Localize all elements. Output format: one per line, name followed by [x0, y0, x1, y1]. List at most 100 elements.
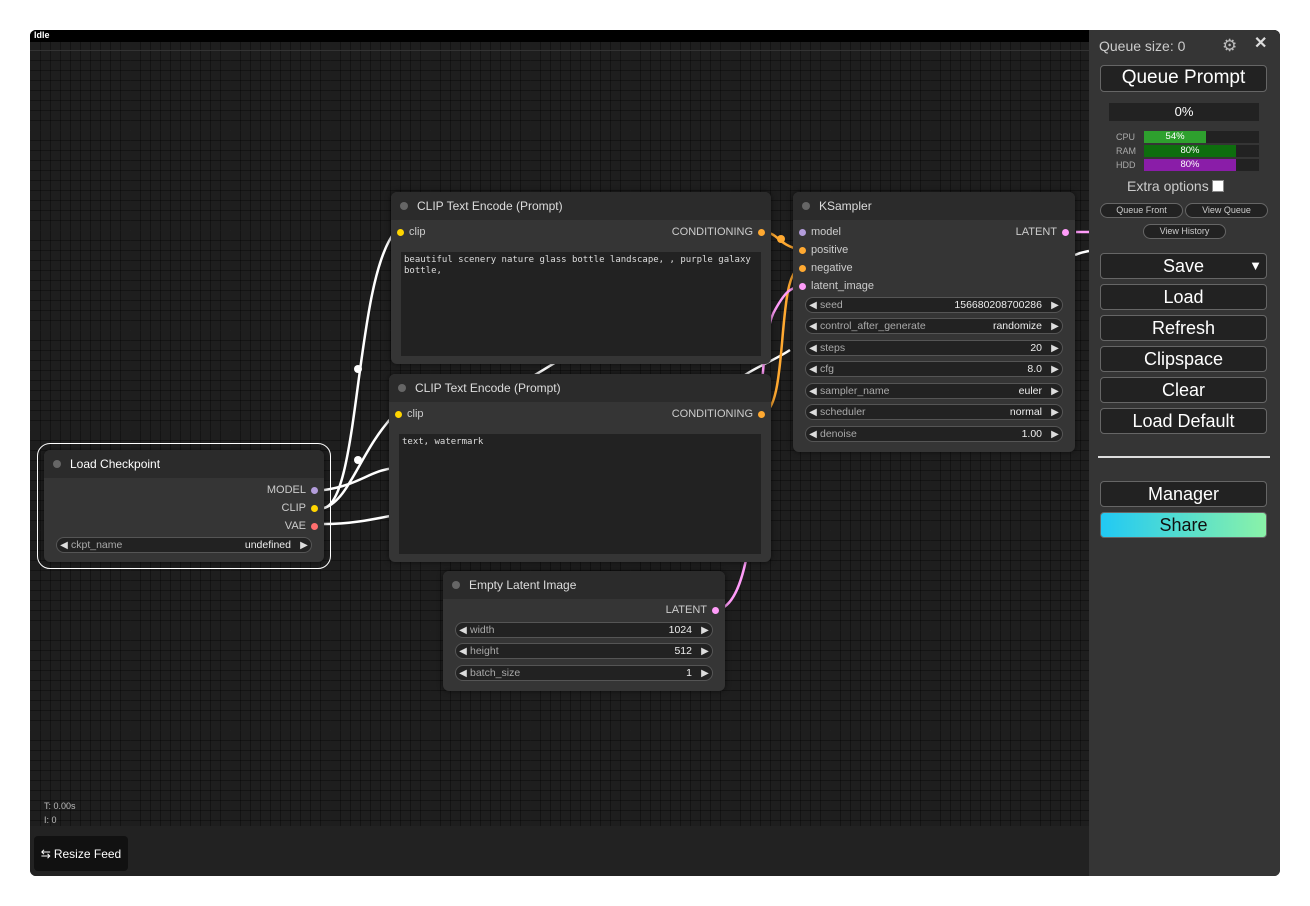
- node-title[interactable]: CLIP Text Encode (Prompt): [391, 192, 771, 220]
- input-pin[interactable]: [799, 282, 806, 290]
- input-clip[interactable]: clip: [395, 408, 424, 420]
- output-conditioning[interactable]: CONDITIONING: [672, 408, 765, 420]
- increment-arrow[interactable]: ▶: [701, 645, 709, 657]
- share-button[interactable]: Share: [1100, 512, 1267, 538]
- decrement-arrow[interactable]: ◀: [809, 299, 817, 311]
- node-title[interactable]: CLIP Text Encode (Prompt): [389, 374, 771, 402]
- decrement-arrow[interactable]: ◀: [809, 363, 817, 375]
- node-title[interactable]: KSampler: [793, 192, 1075, 220]
- input-model[interactable]: model: [799, 226, 841, 238]
- increment-arrow[interactable]: ▶: [1051, 320, 1059, 332]
- decrement-arrow[interactable]: ◀: [459, 624, 467, 636]
- meter-hdd: 80%: [1144, 159, 1259, 171]
- queue-front-button[interactable]: Queue Front: [1100, 203, 1183, 218]
- clipspace-button[interactable]: Clipspace: [1100, 346, 1267, 372]
- decrement-arrow[interactable]: ◀: [809, 406, 817, 418]
- collapse-dot[interactable]: [400, 202, 408, 210]
- output-pin[interactable]: [311, 504, 318, 512]
- output-latent[interactable]: LATENT: [1016, 226, 1069, 238]
- input-latent-image[interactable]: latent_image: [799, 280, 874, 292]
- input-pin[interactable]: [395, 410, 402, 418]
- refresh-button[interactable]: Refresh: [1100, 315, 1267, 341]
- widget-label: batch_size: [470, 667, 521, 679]
- input-pin[interactable]: [799, 246, 806, 254]
- decrement-arrow[interactable]: ◀: [809, 320, 817, 332]
- close-icon[interactable]: ✕: [1254, 35, 1268, 52]
- manager-button[interactable]: Manager: [1100, 481, 1267, 507]
- collapse-dot[interactable]: [802, 202, 810, 210]
- collapse-dot[interactable]: [398, 384, 406, 392]
- resize-feed-button[interactable]: ⇆Resize Feed: [34, 836, 128, 871]
- output-pin[interactable]: [758, 410, 765, 418]
- output-pin[interactable]: [758, 228, 765, 236]
- save-button[interactable]: Save▼: [1100, 253, 1267, 279]
- node-title[interactable]: Load Checkpoint: [44, 450, 324, 478]
- node-clip-text-encode-negative[interactable]: CLIP Text Encode (Prompt) clip CONDITION…: [389, 374, 771, 562]
- output-latent[interactable]: LATENT: [666, 604, 719, 616]
- node-title[interactable]: Empty Latent Image: [443, 571, 725, 599]
- decrement-arrow[interactable]: ◀: [809, 385, 817, 397]
- extra-options-checkbox[interactable]: [1211, 180, 1224, 192]
- node-ksampler[interactable]: KSampler LATENT model positive negative …: [793, 192, 1075, 452]
- increment-arrow[interactable]: ▶: [300, 539, 308, 551]
- clear-button[interactable]: Clear: [1100, 377, 1267, 403]
- increment-arrow[interactable]: ▶: [701, 667, 709, 679]
- decrement-arrow[interactable]: ◀: [809, 342, 817, 354]
- input-pin[interactable]: [799, 228, 806, 236]
- collapse-dot[interactable]: [53, 460, 61, 468]
- slot-label: clip: [407, 408, 424, 420]
- output-conditioning[interactable]: CONDITIONING: [672, 226, 765, 238]
- increment-arrow[interactable]: ▶: [1051, 299, 1059, 311]
- node-clip-text-encode-positive[interactable]: CLIP Text Encode (Prompt) clip CONDITION…: [391, 192, 771, 364]
- load-button[interactable]: Load: [1100, 284, 1267, 310]
- output-pin[interactable]: [1062, 228, 1069, 236]
- decrement-arrow[interactable]: ◀: [459, 645, 467, 657]
- increment-arrow[interactable]: ▶: [1051, 385, 1059, 397]
- save-dropdown-icon[interactable]: ▼: [1249, 258, 1262, 273]
- extra-options[interactable]: Extra options: [1127, 178, 1224, 194]
- output-model[interactable]: MODEL: [267, 484, 318, 496]
- input-pin[interactable]: [397, 228, 404, 236]
- increment-arrow[interactable]: ▶: [701, 624, 709, 636]
- input-negative[interactable]: negative: [799, 262, 853, 274]
- output-pin[interactable]: [712, 606, 719, 614]
- view-queue-button[interactable]: View Queue: [1185, 203, 1268, 218]
- slot-label: CONDITIONING: [671, 226, 753, 238]
- input-clip[interactable]: clip: [397, 226, 426, 238]
- output-pin[interactable]: [311, 486, 318, 494]
- output-vae[interactable]: VAE: [285, 520, 318, 532]
- node-load-checkpoint[interactable]: Load Checkpoint MODEL CLIP VAE ◀ ckpt_na…: [37, 443, 331, 569]
- widget-ckpt-name[interactable]: ◀ ckpt_name undefined ▶: [56, 537, 312, 553]
- input-positive[interactable]: positive: [799, 244, 848, 256]
- decrement-arrow[interactable]: ◀: [809, 428, 817, 440]
- queue-prompt-button[interactable]: Queue Prompt: [1100, 65, 1267, 92]
- output-pin[interactable]: [311, 522, 318, 530]
- decrement-arrow[interactable]: ◀: [459, 667, 467, 679]
- prompt-textarea[interactable]: beautiful scenery nature glass bottle la…: [401, 252, 761, 356]
- load-default-button[interactable]: Load Default: [1100, 408, 1267, 434]
- increment-arrow[interactable]: ▶: [1051, 342, 1059, 354]
- input-pin[interactable]: [799, 264, 806, 272]
- prompt-textarea[interactable]: text, watermark: [399, 434, 761, 554]
- increment-arrow[interactable]: ▶: [1051, 363, 1059, 375]
- decrement-arrow[interactable]: ◀: [60, 539, 68, 551]
- increment-arrow[interactable]: ▶: [1051, 406, 1059, 418]
- increment-arrow[interactable]: ▶: [1051, 428, 1059, 440]
- output-clip[interactable]: CLIP: [282, 502, 318, 514]
- gear-icon[interactable]: ⚙: [1222, 36, 1238, 55]
- meter-fill-cpu: 54%: [1144, 131, 1207, 143]
- view-history-button[interactable]: View History: [1143, 224, 1226, 239]
- stat-time: T: 0.00s: [44, 801, 76, 811]
- collapse-dot[interactable]: [452, 581, 460, 589]
